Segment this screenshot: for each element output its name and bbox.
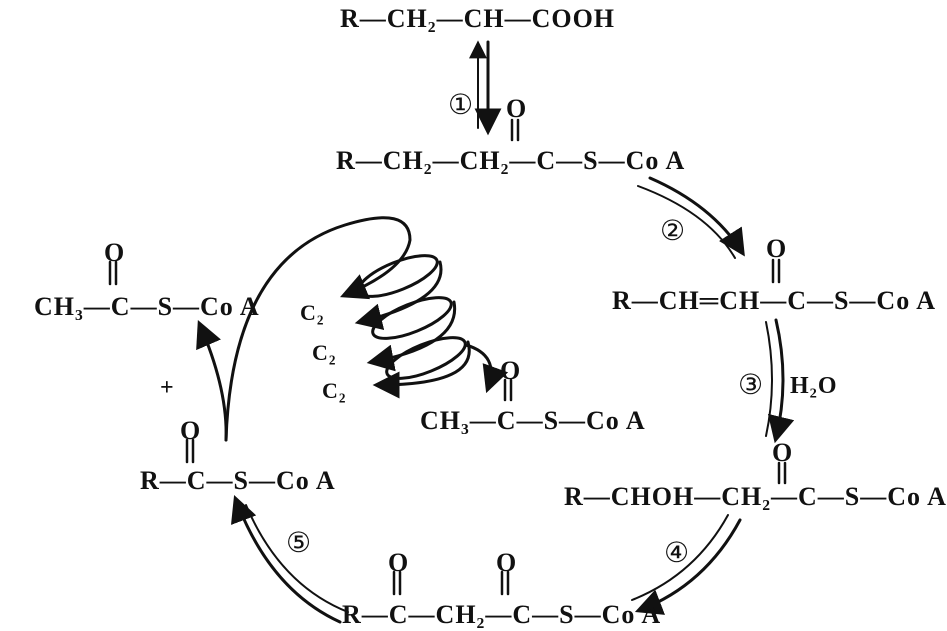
step-3-label: ③ bbox=[738, 370, 765, 401]
spiral-c2-arrow-3 bbox=[372, 340, 471, 399]
hydroxyacyl-coa-label: R—CHOH—CH₂—C—S—Co A bbox=[564, 482, 947, 511]
fatty-acid-label: R—CH₂—CH—COOH bbox=[340, 4, 616, 33]
step-1-label: ① bbox=[448, 90, 475, 121]
enoyl-coa-carbonyl-o: O bbox=[766, 234, 788, 263]
step2-reverse-arrow bbox=[637, 185, 736, 259]
acetyl-release-arrow bbox=[196, 320, 228, 442]
step3-reverse-arrow bbox=[765, 321, 773, 437]
plus-sign: + bbox=[160, 375, 175, 401]
step-5-label: ⑤ bbox=[286, 528, 313, 559]
c2-unit-2: C₂ bbox=[312, 340, 337, 365]
step4-reverse-arrow bbox=[631, 514, 729, 601]
spiral-c2-arrow-1 bbox=[354, 260, 443, 330]
shortened-acyl-coa-carbonyl-o: O bbox=[180, 416, 202, 445]
acetyl-coa-center-carbonyl-o: O bbox=[500, 356, 522, 385]
ketoacyl-coa-keto-o: O bbox=[388, 548, 410, 577]
acyl-coa-label: R—CH₂—CH₂—C—S—Co A bbox=[336, 146, 686, 175]
acetyl-coa-center-label: CH₃—C—S—Co A bbox=[420, 406, 646, 435]
acetyl-coa-left-label: CH₃—C—S—Co A bbox=[34, 292, 260, 321]
step5-reverse-arrow bbox=[245, 504, 349, 613]
water-label: H₂O bbox=[790, 373, 838, 399]
acetyl-coa-left-carbonyl-o: O bbox=[104, 238, 126, 267]
step5-arrow bbox=[231, 494, 342, 624]
ketoacyl-coa-label: R—C—CH₂—C—S—Co A bbox=[342, 600, 662, 629]
beta-oxidation-diagram: R—CH₂—CH—COOH O R—CH₂—CH₂—C—S—Co A O R—C… bbox=[34, 4, 946, 629]
acyl-coa-carbonyl-o: O bbox=[506, 94, 528, 123]
step-4-label: ④ bbox=[664, 538, 691, 569]
shortened-acyl-coa-label: R—C—S—Co A bbox=[140, 466, 336, 495]
enoyl-coa-label: R—CH═CH—C—S—Co A bbox=[612, 286, 937, 315]
return-loop-arrow bbox=[224, 216, 412, 442]
step3-arrow bbox=[767, 318, 795, 444]
c2-unit-3: C₂ bbox=[322, 378, 347, 403]
hydroxyacyl-coa-carbonyl-o: O bbox=[772, 438, 794, 467]
step2-arrow bbox=[648, 176, 745, 257]
step-2-label: ② bbox=[660, 216, 687, 247]
spiral-final-arrow bbox=[464, 343, 509, 394]
c2-unit-1: C₂ bbox=[300, 300, 325, 325]
spiral-loop-1 bbox=[357, 254, 439, 298]
arrows-layer bbox=[108, 40, 795, 624]
ketoacyl-coa-thioester-o: O bbox=[496, 548, 518, 577]
spiral-c2-arrow-2 bbox=[366, 300, 457, 372]
step4-arrow bbox=[634, 518, 742, 615]
